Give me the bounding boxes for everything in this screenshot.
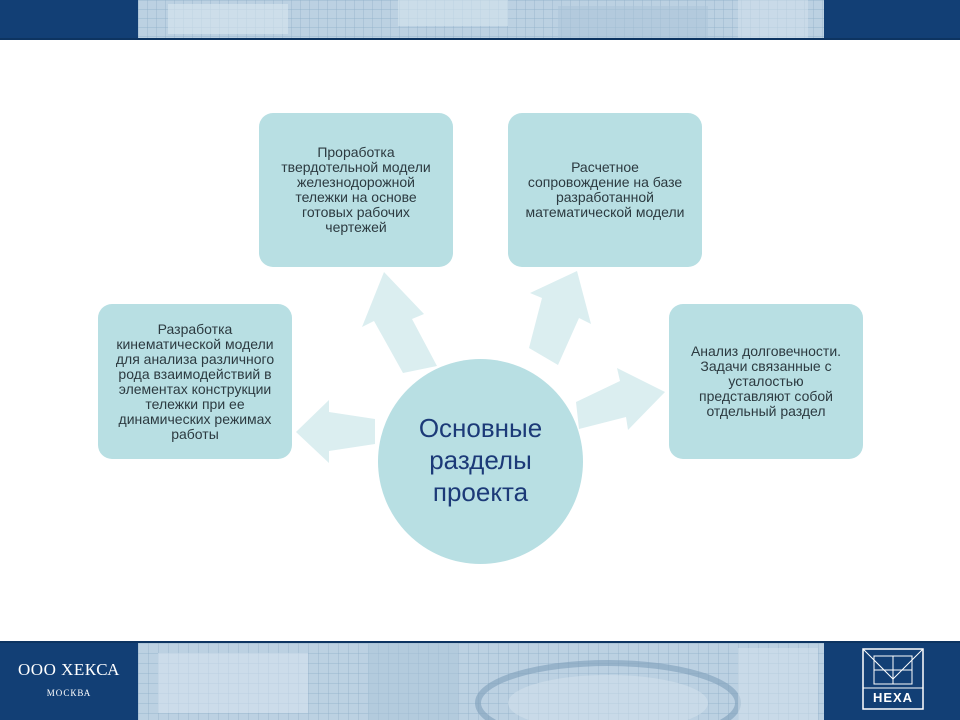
hexa-logo-icon bbox=[862, 648, 924, 710]
logo-text: HEXA bbox=[872, 690, 914, 705]
company-city: МОСКВА bbox=[46, 688, 92, 698]
footer-mesh-image bbox=[138, 643, 824, 720]
company-name: ООО ХЕКСА bbox=[18, 660, 120, 679]
node-solid-model: Проработка твердотельной модели железнод… bbox=[259, 113, 453, 267]
center-node: Основные разделы проекта bbox=[378, 359, 583, 564]
node-kinematic-model: Разработка кинематической модели для ана… bbox=[98, 304, 292, 459]
node-calculation-support: Расчетное сопровождение на базе разработ… bbox=[508, 113, 702, 267]
node-durability-analysis: Анализ долговечности. Задачи связанные с… bbox=[669, 304, 863, 459]
arrow-to-right bbox=[576, 368, 665, 430]
footer-divider bbox=[0, 641, 960, 643]
center-node-title: Основные разделы проекта bbox=[418, 412, 543, 507]
node-calculation-support-text: Расчетное сопровождение на базе разработ… bbox=[525, 159, 685, 220]
node-durability-analysis-text: Анализ долговечности. Задачи связанные с… bbox=[690, 343, 842, 419]
arrow-to-top-right bbox=[529, 271, 591, 365]
arrow-to-left bbox=[296, 400, 375, 463]
arrow-to-top-left bbox=[362, 272, 437, 373]
node-solid-model-text: Проработка твердотельной модели железнод… bbox=[281, 144, 431, 235]
header-divider bbox=[0, 38, 960, 40]
header-mesh-image bbox=[138, 0, 824, 38]
node-kinematic-model-text: Разработка кинематической модели для ана… bbox=[115, 320, 275, 442]
